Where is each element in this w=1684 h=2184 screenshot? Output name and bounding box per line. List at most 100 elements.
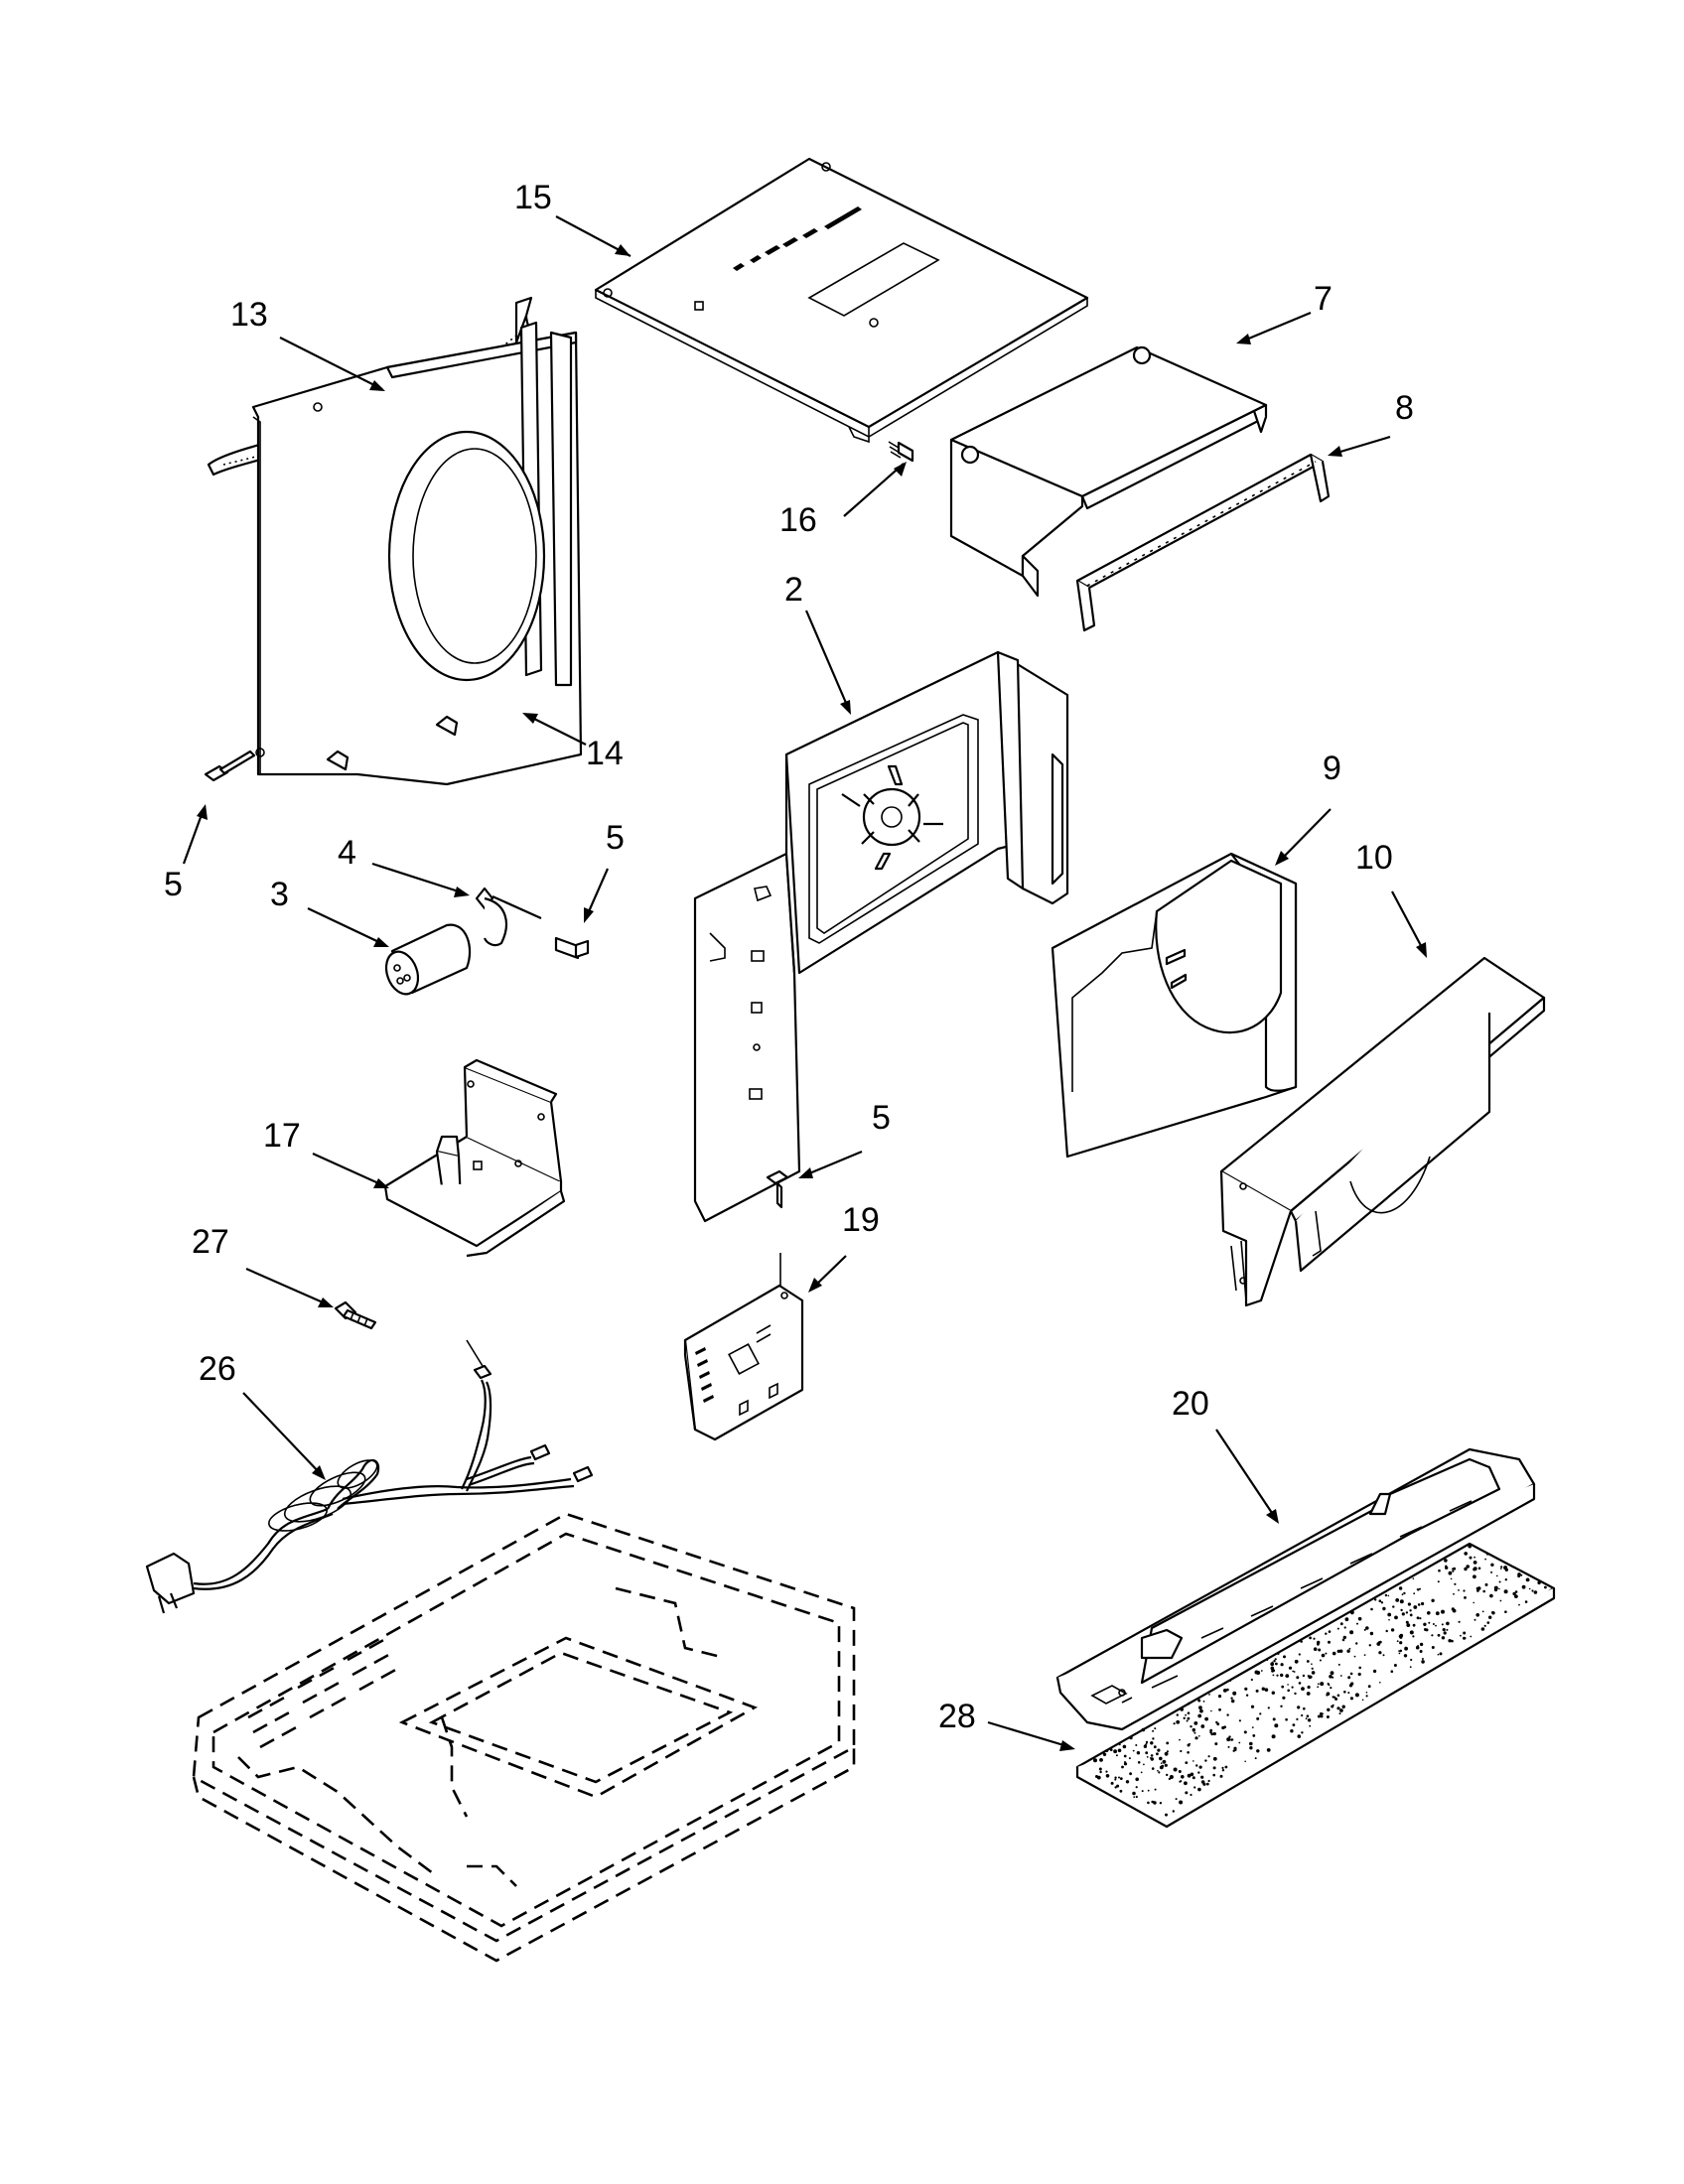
filter-speck — [1446, 1628, 1449, 1631]
filter-speck — [1099, 1770, 1102, 1774]
filter-speck — [1135, 1777, 1139, 1782]
filter-speck — [1200, 1775, 1204, 1779]
screw-27 — [334, 1300, 377, 1330]
filter-speck — [1245, 1694, 1249, 1697]
callout-5b: 5 — [606, 819, 625, 857]
filter-speck — [1327, 1683, 1330, 1686]
filter-speck — [1150, 1754, 1154, 1757]
filter-speck — [1385, 1629, 1388, 1633]
filter-speck — [1463, 1631, 1467, 1635]
filter-speck — [1287, 1689, 1290, 1693]
filter-speck — [1179, 1738, 1181, 1741]
filter-speck — [1504, 1578, 1508, 1581]
filter-speck — [1233, 1746, 1237, 1750]
filter-speck — [1442, 1628, 1446, 1632]
filter-speck — [1208, 1694, 1210, 1696]
filter-speck — [1498, 1580, 1501, 1583]
filter-speck — [1192, 1776, 1195, 1780]
filter-speck — [1417, 1588, 1420, 1591]
filter-speck — [1405, 1611, 1409, 1614]
filter-speck — [1298, 1653, 1301, 1656]
filter-speck — [1306, 1714, 1310, 1717]
filter-28 — [1075, 1542, 1556, 1829]
filter-speck — [1190, 1793, 1193, 1797]
filter-speck — [1250, 1678, 1253, 1682]
filter-speck — [1197, 1713, 1202, 1718]
filter-speck — [1451, 1639, 1454, 1643]
filter-speck — [1339, 1649, 1343, 1653]
filter-speck — [1355, 1642, 1358, 1645]
filter-speck — [1283, 1655, 1286, 1659]
callout-4: 4 — [338, 834, 356, 872]
filter-speck — [1453, 1567, 1457, 1570]
filter-speck — [1252, 1734, 1256, 1737]
filter-speck — [1409, 1613, 1413, 1617]
filter-speck — [1311, 1663, 1313, 1665]
filter-speck — [1473, 1601, 1474, 1604]
filter-speck — [1428, 1621, 1431, 1624]
filter-speck — [1187, 1711, 1191, 1714]
filter-speck — [1145, 1742, 1148, 1745]
filter-speck — [1332, 1696, 1334, 1699]
filter-speck — [1187, 1702, 1191, 1706]
filter-speck — [1452, 1608, 1457, 1613]
filter-speck — [1412, 1623, 1416, 1627]
filter-speck — [1463, 1589, 1466, 1592]
filter-speck — [1450, 1577, 1453, 1580]
filter-speck — [1098, 1767, 1102, 1771]
filter-speck — [1482, 1589, 1485, 1593]
filter-speck — [1349, 1697, 1353, 1701]
leader-lines — [182, 215, 1427, 1751]
filter-speck — [1115, 1754, 1118, 1757]
filter-speck — [1399, 1649, 1402, 1653]
filter-speck — [1129, 1735, 1133, 1740]
filter-speck — [1409, 1666, 1412, 1669]
filter-speck — [1419, 1650, 1423, 1653]
filter-speck — [1157, 1748, 1161, 1752]
filter-speck — [1403, 1654, 1408, 1658]
filter-speck — [1484, 1558, 1486, 1561]
filter-speck — [1154, 1788, 1157, 1791]
filter-speck — [1332, 1651, 1336, 1656]
filter-speck — [1143, 1763, 1145, 1766]
filter-speck — [1398, 1652, 1401, 1655]
filter-speck — [1110, 1781, 1114, 1785]
filter-speck — [1341, 1638, 1345, 1642]
filter-speck — [1185, 1791, 1189, 1795]
filter-speck — [1336, 1649, 1340, 1653]
filter-speck — [1388, 1618, 1390, 1621]
filter-speck — [1259, 1712, 1262, 1715]
filter-speck — [1464, 1567, 1468, 1571]
filter-speck — [1449, 1554, 1452, 1557]
filter-speck — [1431, 1646, 1435, 1649]
screw-5b — [554, 936, 590, 960]
filter-speck — [1280, 1663, 1284, 1667]
filter-speck — [1341, 1706, 1345, 1709]
callout-3: 3 — [270, 876, 289, 913]
filter-speck — [1379, 1682, 1381, 1684]
callout-17: 17 — [263, 1117, 301, 1155]
filter-speck — [1178, 1770, 1182, 1773]
filter-speck — [1435, 1624, 1437, 1627]
filter-speck — [1154, 1727, 1157, 1730]
filter-speck — [1358, 1666, 1361, 1670]
filter-speck — [1313, 1647, 1318, 1651]
filter-speck — [1446, 1621, 1450, 1626]
filter-speck — [1271, 1691, 1276, 1695]
filter-speck — [1485, 1553, 1489, 1556]
filter-speck — [1405, 1620, 1409, 1624]
drain-pan-20 — [1055, 1447, 1536, 1731]
filter-speck — [1185, 1761, 1189, 1764]
filter-speck — [1382, 1606, 1386, 1611]
filter-speck — [1437, 1580, 1440, 1583]
control-bracket-17 — [383, 1058, 566, 1258]
filter-speck — [1326, 1692, 1331, 1696]
filter-speck — [1207, 1755, 1210, 1758]
filter-speck — [1365, 1695, 1368, 1698]
filter-speck — [1373, 1670, 1376, 1674]
filter-speck — [1374, 1598, 1377, 1601]
filter-speck — [1343, 1626, 1346, 1629]
filter-speck — [1169, 1775, 1174, 1779]
filter-speck — [1319, 1659, 1322, 1662]
filter-speck — [1132, 1791, 1136, 1796]
